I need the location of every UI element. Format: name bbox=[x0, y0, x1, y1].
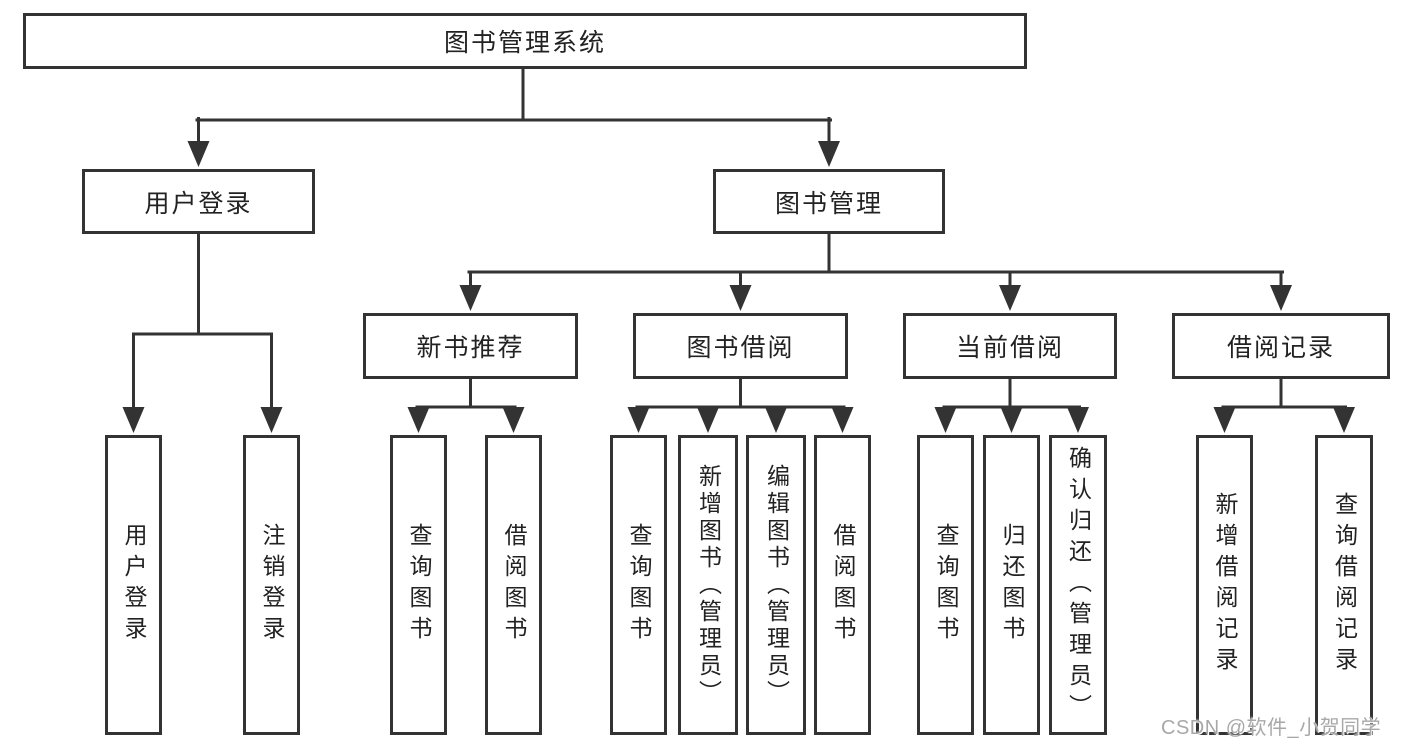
node-leaf-query-borrow-record: 查询借阅记录 bbox=[1315, 435, 1373, 735]
node-book-borrowing: 图书借阅 bbox=[633, 313, 848, 379]
node-leaf-query-books-1: 查询图书 bbox=[390, 435, 447, 735]
node-leaf-add-book-admin: 新增图书（管理员） bbox=[678, 435, 738, 735]
node-leaf-user-login: 用户登录 bbox=[105, 435, 162, 735]
node-user-login: 用户登录 bbox=[82, 169, 315, 234]
node-new-book-recommendation: 新书推荐 bbox=[363, 313, 578, 379]
node-book-management: 图书管理 bbox=[713, 169, 945, 234]
node-leaf-confirm-return-admin: 确认归还（管理员） bbox=[1049, 435, 1107, 735]
node-leaf-return-book: 归还图书 bbox=[983, 435, 1040, 735]
node-leaf-logout: 注销登录 bbox=[243, 435, 300, 735]
node-leaf-edit-book-admin: 编辑图书（管理员） bbox=[746, 435, 806, 735]
node-library-system-root: 图书管理系统 bbox=[23, 13, 1027, 69]
node-leaf-borrow-books-2: 借阅图书 bbox=[814, 435, 871, 735]
csdn-watermark: CSDN @软件_小贺同学 bbox=[1161, 717, 1382, 739]
node-leaf-borrow-books-1: 借阅图书 bbox=[485, 435, 542, 735]
node-current-borrowing: 当前借阅 bbox=[903, 313, 1117, 379]
node-leaf-query-books-2: 查询图书 bbox=[610, 435, 667, 735]
node-borrowing-records: 借阅记录 bbox=[1172, 313, 1390, 379]
node-leaf-query-books-3: 查询图书 bbox=[917, 435, 974, 735]
node-leaf-add-borrow-record: 新增借阅记录 bbox=[1196, 435, 1253, 735]
